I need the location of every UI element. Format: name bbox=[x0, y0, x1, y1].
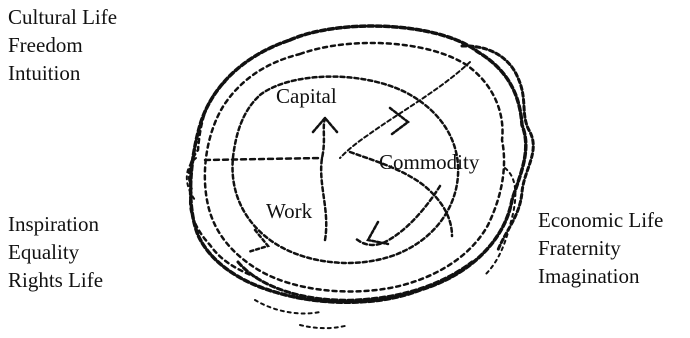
horizontal-axis bbox=[205, 158, 322, 160]
commodity-label: Commodity bbox=[379, 150, 479, 175]
diagonal-arrow-head bbox=[390, 108, 408, 134]
center-vertical-axis bbox=[321, 118, 326, 240]
capital-label: Capital bbox=[276, 84, 337, 109]
diagram-strokes bbox=[187, 26, 533, 328]
right-wave-outer bbox=[485, 168, 515, 275]
diagonal-flow bbox=[340, 62, 470, 158]
work-label: Work bbox=[266, 199, 312, 224]
bottom-wave bbox=[238, 262, 472, 300]
right-wave bbox=[462, 46, 533, 250]
bottom-tail bbox=[255, 300, 345, 328]
left-lower-arrow bbox=[248, 230, 268, 252]
